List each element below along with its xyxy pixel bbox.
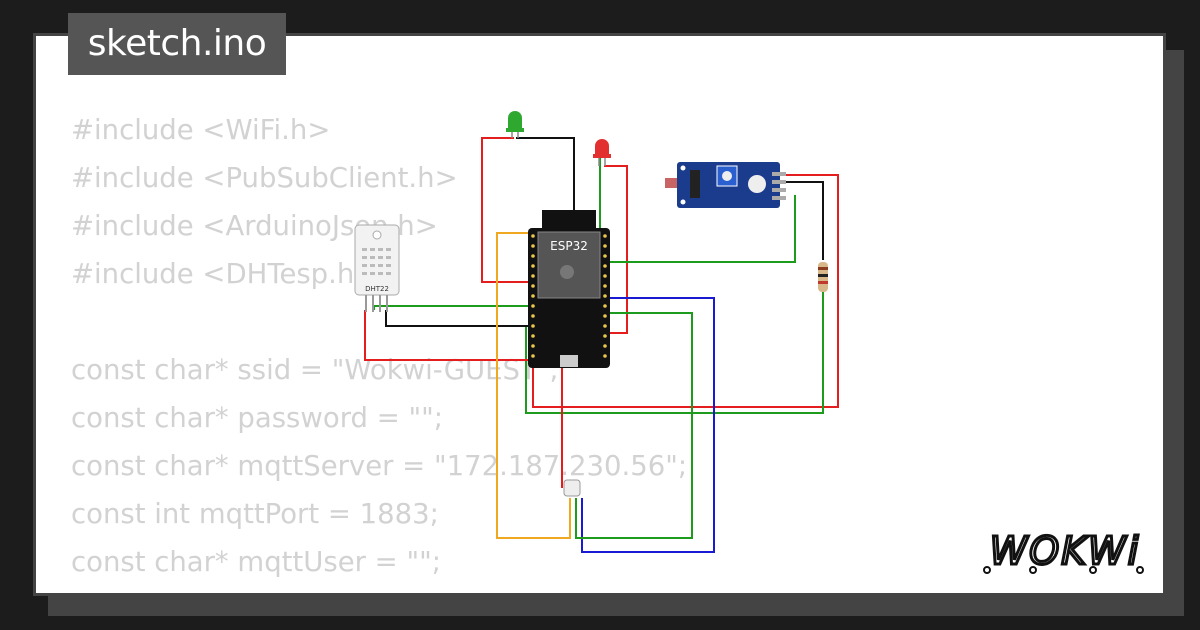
logo-text: WOKWi <box>990 529 1141 573</box>
buzzer[interactable] <box>563 479 581 497</box>
wire-red <box>604 165 628 334</box>
code-line: #include <WiFi.h> <box>71 114 331 146</box>
wokwi-logo[interactable]: WOKWi <box>975 522 1155 582</box>
wire-blue <box>581 297 715 553</box>
led-red[interactable] <box>593 139 611 166</box>
esp32-label: ESP32 <box>550 239 588 253</box>
dht22-sensor[interactable]: DHT22 <box>354 224 400 312</box>
wire-red <box>364 310 530 361</box>
wires <box>364 137 839 553</box>
wire-green <box>525 292 824 414</box>
resistor[interactable] <box>818 262 828 292</box>
led-green[interactable] <box>506 111 524 138</box>
wire-green <box>540 195 796 263</box>
wire-red <box>532 174 839 408</box>
esp32-board[interactable]: ESP32 <box>528 210 610 368</box>
ldr-module[interactable] <box>665 162 786 208</box>
wire-green <box>575 312 693 539</box>
code-line: const char* password = ""; <box>71 402 444 434</box>
code-line: const char* mqttUser = ""; <box>71 546 442 578</box>
code-line: #include <PubSubClient.h> <box>71 162 458 194</box>
code-preview: #include <WiFi.h> #include <PubSubClient.… <box>71 106 688 593</box>
wire-black <box>385 310 530 327</box>
wire-red <box>481 137 530 283</box>
code-line: const int mqttPort = 1883; <box>71 498 439 530</box>
code-line: #include <DHTesp.h> <box>71 258 378 290</box>
wire-orange <box>496 232 571 539</box>
dht-label: DHT22 <box>365 285 389 293</box>
wire-green <box>373 305 530 310</box>
code-line: const char* mqttServer = "172.187.230.56… <box>71 450 688 482</box>
wire-black <box>785 181 824 260</box>
file-tab-title[interactable]: sketch.ino <box>68 13 286 75</box>
